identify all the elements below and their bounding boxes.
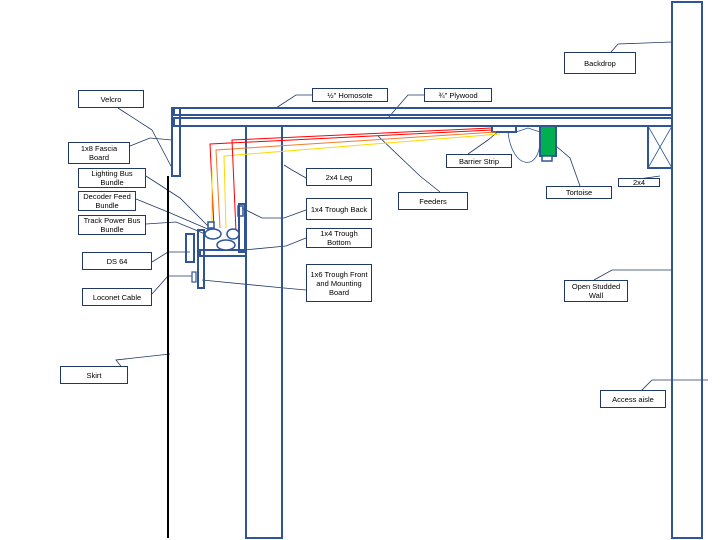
label-fascia-board: 1x8 Fascia Board: [68, 142, 130, 164]
label-velcro: Velcro: [78, 90, 144, 108]
bundle-tie: [207, 221, 215, 229]
wire-tortoise-loop: [507, 131, 541, 163]
leader-plywood: [387, 94, 424, 119]
leader-trough-front: [201, 279, 307, 291]
label-skirt: Skirt: [60, 366, 128, 384]
wire-red: [209, 129, 493, 229]
stud-cross-b: [647, 125, 673, 169]
label-open-studded-wall: Open Studded Wall: [564, 280, 628, 302]
label-loconet-cable: Loconet Cable: [82, 288, 152, 306]
bundle-tie-2: [237, 205, 244, 217]
benchwork-structure: [171, 1, 703, 539]
trough-back-board: [238, 203, 246, 253]
label-track-power-bus-bundle: Track Power Bus Bundle: [78, 215, 146, 235]
leader-lines: [115, 41, 708, 399]
feeder-wires: [209, 127, 541, 233]
leader-leg: [283, 164, 307, 179]
decoder-feed-bundle: [226, 228, 240, 240]
tortoise-machine: [539, 125, 557, 157]
leader-velcro: [117, 107, 173, 169]
trough-front-board: [197, 229, 205, 289]
wire-orange: [215, 131, 497, 229]
label-lighting-bus-bundle: Lighting Bus Bundle: [78, 168, 146, 188]
fascia-board: [171, 107, 181, 177]
backdrop-wall: [671, 1, 703, 539]
label-barrier-strip: Barrier Strip: [446, 154, 512, 168]
leader-tortoise: [555, 145, 581, 187]
leader-trough-bottom: [243, 237, 307, 251]
label-trough-bottom: 1x4 Trough Bottom: [306, 228, 372, 248]
cable-bundles: [204, 205, 244, 251]
leader-lighting-bus: [145, 175, 211, 229]
leader-fascia: [129, 137, 173, 147]
leader-open-wall: [593, 269, 672, 281]
label-feeders: Feeders: [398, 192, 468, 210]
label-trough-back: 1x4 Trough Back: [306, 198, 372, 220]
stud-2x4: [647, 125, 673, 169]
loconet-connector: [191, 271, 197, 283]
leader-barrier-strip: [467, 129, 501, 155]
label-2x4: 2x4: [618, 178, 660, 187]
lighting-bus-bundle: [204, 228, 222, 240]
wire-feeder-blue: [515, 127, 541, 133]
leader-feeders: [377, 135, 441, 193]
wire-yellow: [223, 133, 501, 229]
homosote-layer: [173, 107, 673, 116]
barrier-strip-unit: [491, 125, 517, 133]
label-ds64: DS 64: [82, 252, 152, 270]
leader-loconet: [151, 275, 194, 295]
label-homosote: ½" Homosote: [312, 88, 388, 102]
leg-2x4: [245, 125, 283, 539]
leader-homosote: [275, 94, 312, 109]
leader-ds64: [151, 251, 190, 263]
ds64-unit: [185, 233, 195, 263]
label-2x4-leg: 2x4 Leg: [306, 168, 372, 186]
plywood-layer: [173, 117, 673, 127]
label-backdrop: Backdrop: [564, 52, 636, 74]
label-plywood: ¾" Plywood: [424, 88, 492, 102]
label-trough-front: 1x6 Trough Front and Mounting Board: [306, 264, 372, 302]
label-access-aisle: Access aisle: [600, 390, 666, 408]
leader-trough-back: [241, 207, 307, 219]
label-tortoise: Tortoise: [546, 186, 612, 199]
wire-red-short: [231, 127, 493, 233]
tortoise-base: [541, 155, 553, 162]
label-decoder-feed-bundle: Decoder Feed Bundle: [78, 191, 136, 211]
track-power-bus-bundle: [216, 239, 236, 251]
leader-decoder-feed: [135, 198, 211, 231]
